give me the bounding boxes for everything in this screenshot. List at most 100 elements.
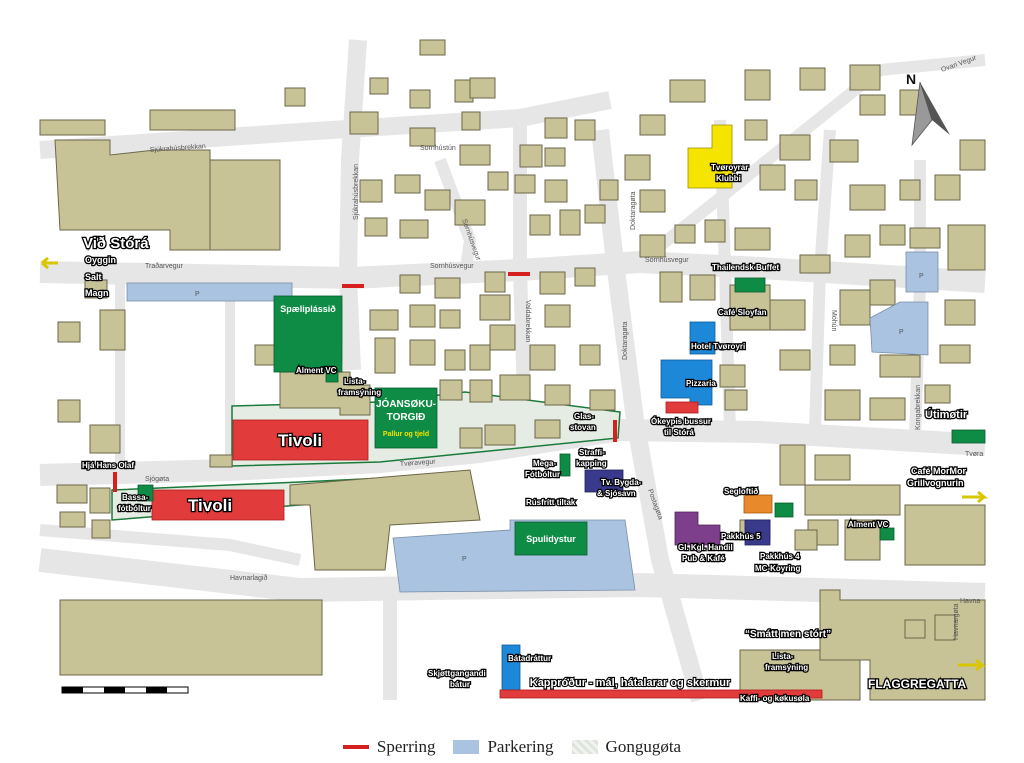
label-salt: Salt — [85, 272, 102, 282]
kapprodur-label: Kappróður - mál, hátalarar og skermur — [530, 677, 731, 689]
label-flaggregatta: FLAGGREGATTA — [868, 677, 967, 691]
north-letter: N — [906, 71, 916, 87]
label-lista-1a: Lista- — [344, 377, 366, 386]
road-closures — [113, 272, 617, 492]
street-doktaragota-1: Doktaragøta — [630, 191, 637, 230]
joansoku-label-1: JÓANSØKU- — [376, 397, 436, 410]
okeypis-bussur-area — [665, 401, 699, 414]
segloftid-area — [743, 494, 773, 514]
spulidystur-area — [514, 521, 588, 556]
label-kaffi: Kaffi- og køkusøla — [740, 694, 810, 703]
label-lista-2b: framsýning — [765, 663, 808, 672]
place-labels: Við Stórá Oyggin Salt Magn Hjá Hans Olaf… — [81, 162, 969, 705]
arrow-right-icon — [962, 490, 989, 504]
label-tvoroyrar-1: Tvøroyrar — [711, 163, 748, 172]
label-tvoroyrar-2: Klubbi — [716, 174, 741, 183]
label-cafe-mormor-2: Grillvognurin — [907, 478, 964, 488]
street-sornhusvegur-1: Sornhúsvegur — [430, 263, 474, 270]
north-arrow-icon: N — [906, 71, 950, 147]
sperring-2 — [508, 272, 530, 276]
label-oyggin: Oyggin — [85, 255, 116, 265]
hotel-area — [689, 321, 716, 355]
batadrattur-area — [501, 644, 521, 691]
legend-parkering: Parkering — [453, 736, 554, 757]
label-lista-1b: framsýning — [338, 388, 381, 397]
pakkhus5-area — [744, 519, 771, 546]
label-hja-hans-olaf: Hjá Hans Olaf — [82, 461, 134, 470]
label-cafe-sloyfan: Café Sloyfan — [718, 308, 767, 317]
legend-parkering-label: Parkering — [487, 736, 554, 756]
buildings — [39, 39, 986, 701]
label-pakkhus4: Pakkhús 4 — [760, 552, 800, 561]
sperring-3 — [613, 420, 617, 442]
parking-tradarvegur — [126, 282, 293, 302]
label-straffi-1: Straffi- — [579, 448, 605, 457]
sperring-4 — [113, 472, 117, 492]
street-sornhustun: Sornhústún — [420, 145, 456, 152]
joansoku-sub-label: Pallur og tjeld — [383, 431, 429, 438]
alment-vc-2-area — [879, 527, 895, 541]
label-utimotir: Útimøtir — [925, 408, 968, 421]
label-mc-koyring: MC-Koyring — [755, 564, 800, 573]
street-havnarlagid: Havnarlagið — [230, 574, 267, 582]
street-tradarvegur: Traðarvegur — [145, 262, 184, 270]
label-skjott-1: Skjøttgangandi — [428, 669, 486, 678]
label-glas-1: Glas- — [574, 412, 594, 421]
street-havnargota: Havnargøta — [953, 603, 960, 640]
label-gl-kgl-2: Pub & Kafé — [682, 554, 725, 563]
label-bassa-1: Bassa- — [122, 493, 149, 502]
scale-bar — [61, 686, 189, 694]
tv-bygdasavn-area — [584, 469, 624, 493]
tivoli-area-1 — [232, 419, 369, 461]
parking-p-4: P — [899, 329, 904, 336]
street-sjukrahusbrekkan-v: Sjúkrahúsbrekkan — [353, 164, 360, 220]
label-rusfritt: Rúsfrítt tiltak — [526, 498, 576, 507]
speliplassid-area — [273, 295, 343, 373]
label-bassa-2: fótbóltur — [118, 504, 151, 513]
label-pakkhus5: Pakkhús 5 — [721, 532, 761, 541]
joansoku-torgid-area — [374, 387, 438, 449]
label-smatt: “Smátt men stórt” — [745, 629, 831, 640]
parking-east-1 — [905, 251, 939, 293]
street-sornhusvegur-2: Sornhúsvegur — [645, 257, 689, 264]
label-vid-stora: Við Stórá — [83, 235, 149, 252]
label-skjott-2: bátur — [450, 680, 470, 689]
label-hotel: Hotel Tvøroyri — [691, 342, 745, 351]
label-magn: Magn — [85, 288, 109, 298]
label-cafe-mormor-1: Café MorMor — [911, 466, 966, 476]
label-thailendsk: Thailendsk Buffet — [712, 263, 779, 272]
cafe-sloyfan-area — [734, 277, 766, 293]
label-tv-bygda-1: Tv. Bygda- — [601, 478, 642, 487]
bassa-fotboltur-area — [137, 484, 154, 502]
label-mega-1: Mega- — [533, 459, 556, 468]
street-sjukrahusbrekkan: Sjúkrahúsbrekkan — [150, 143, 206, 154]
spulidystur-label: Spulidystur — [526, 534, 576, 544]
utimotir-area — [951, 429, 986, 444]
arrow-right-icon-2 — [958, 658, 987, 672]
gl-kgl-handil-area — [674, 511, 721, 546]
parking-east-2 — [869, 301, 929, 356]
joansoku-label-2: TORGIÐ — [387, 412, 426, 423]
label-alment-vc-2: Alment VC — [848, 520, 889, 529]
street-kongabrekkan: Kongabrekkan — [915, 385, 922, 430]
label-pizzaria: Pizzaria — [686, 379, 716, 388]
label-tv-bygda-2: & Sjósavn — [597, 489, 636, 498]
segloftid-green — [774, 502, 794, 518]
label-glas-2: stovan — [570, 423, 596, 432]
tivoli-label-2: Tivoli — [188, 496, 232, 515]
legend-parkering-swatch — [453, 739, 480, 754]
parking-p-1: P — [195, 291, 200, 298]
legend-gongugota-label: Gongugøta — [605, 736, 682, 756]
legend-gongugota: Gongugøta — [571, 736, 682, 757]
label-segloftid: Segloftið — [724, 487, 758, 496]
speliplassid-label: Spæliplássið — [280, 304, 336, 314]
parking-p-3: P — [919, 273, 924, 280]
street-doktaragota-2: Doktaragøta — [622, 321, 629, 360]
legend-sperring: Sperring — [342, 736, 436, 757]
legend-sperring-label: Sperring — [376, 736, 436, 756]
label-okeypis-1: Ókeypis bussur — [651, 417, 711, 426]
label-gl-kgl-1: Gl. Kgl. Handil — [678, 543, 733, 552]
label-straffi-2: kapping — [576, 459, 607, 468]
kapprodur-bar — [499, 689, 823, 699]
